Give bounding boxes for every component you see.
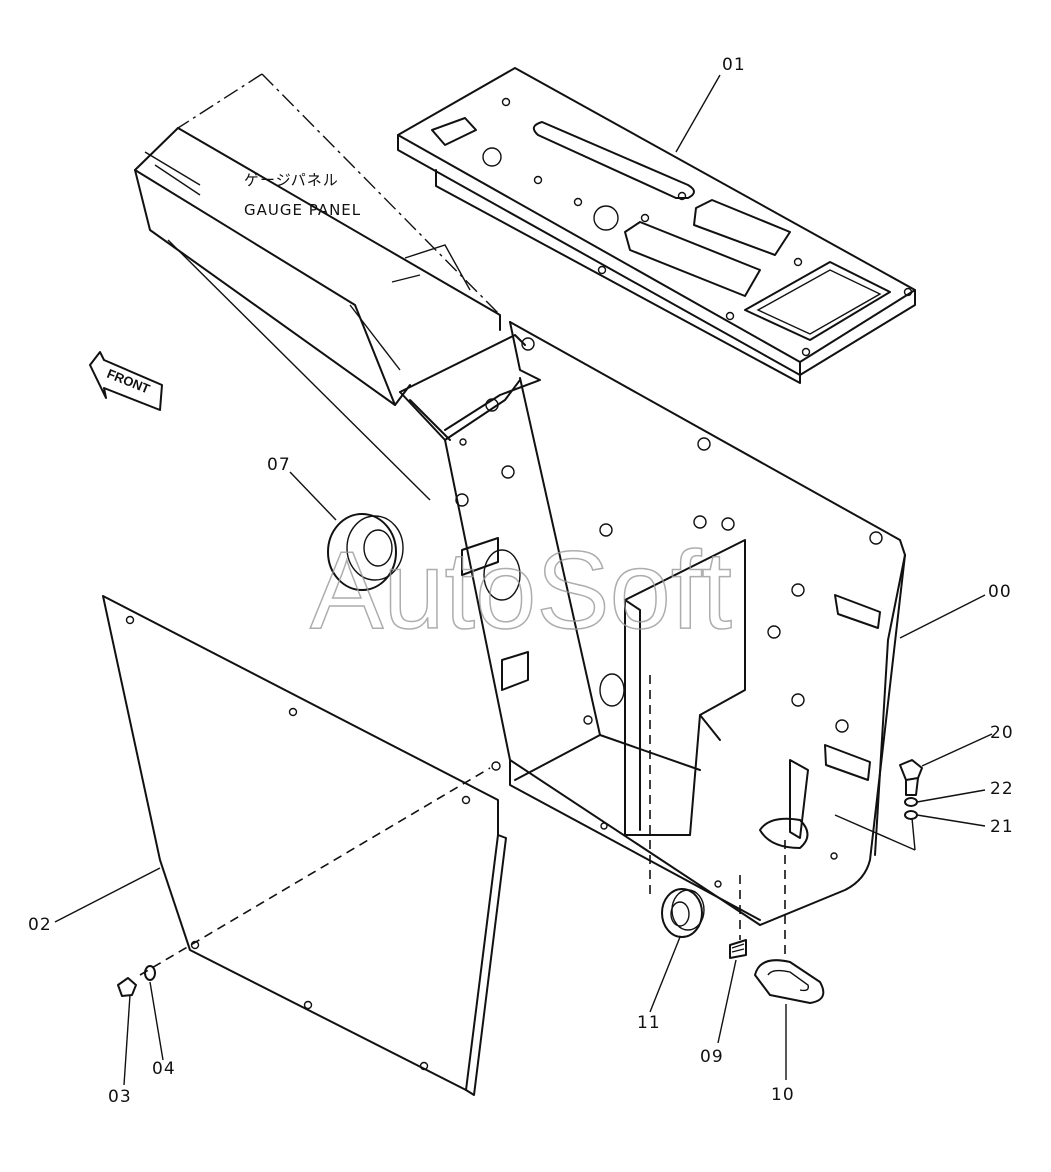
callout-07: 07 bbox=[267, 455, 291, 475]
leader-lines bbox=[54, 74, 993, 1086]
front-arrow-icon bbox=[89, 351, 163, 411]
callout-04: 04 bbox=[152, 1059, 176, 1079]
washer-22 bbox=[904, 797, 918, 807]
bolt-20 bbox=[899, 759, 923, 796]
main-frame bbox=[399, 321, 906, 926]
callout-22: 22 bbox=[990, 779, 1014, 799]
grommet-07 bbox=[327, 513, 404, 591]
callout-20: 20 bbox=[990, 723, 1014, 743]
callout-09: 09 bbox=[700, 1047, 724, 1067]
annotation-japanese: ゲージパネル bbox=[244, 171, 339, 189]
watermark: AutoSoft bbox=[310, 529, 732, 652]
callout-00: 00 bbox=[988, 582, 1012, 602]
callout-10: 10 bbox=[771, 1085, 795, 1105]
plug-09 bbox=[729, 939, 747, 959]
callout-02: 02 bbox=[28, 915, 52, 935]
callout-01: 01 bbox=[722, 55, 746, 75]
annotation-english: GAUGE PANEL bbox=[244, 201, 361, 219]
assembly-lines bbox=[139, 675, 916, 976]
callout-03: 03 bbox=[108, 1087, 132, 1107]
grommet-11 bbox=[661, 888, 705, 938]
side-cover-plate bbox=[102, 595, 507, 1096]
callout-11: 11 bbox=[637, 1013, 661, 1033]
gauge-panel-outline bbox=[134, 73, 501, 501]
cap-10 bbox=[754, 959, 825, 1004]
top-cover-plate bbox=[397, 67, 916, 384]
washer-04 bbox=[144, 965, 156, 981]
washer-21 bbox=[904, 810, 918, 820]
bolt-03 bbox=[117, 977, 137, 997]
callout-21: 21 bbox=[990, 817, 1014, 837]
